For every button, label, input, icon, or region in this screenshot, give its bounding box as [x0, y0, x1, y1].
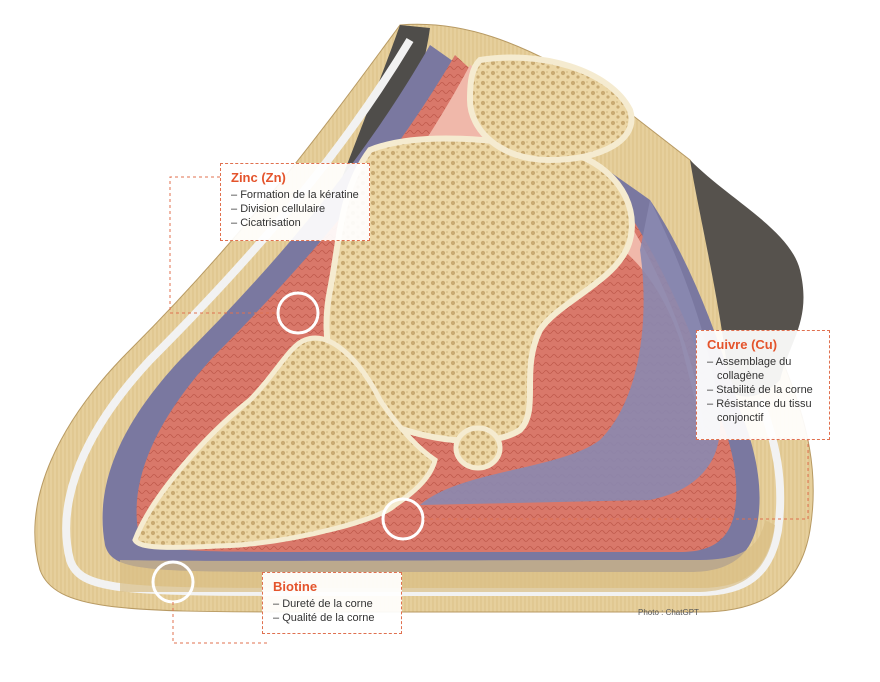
- zinc-highlight-circle: [276, 291, 320, 335]
- list-item: Qualité de la corne: [273, 611, 393, 625]
- list-item: Stabilité de la corne: [707, 383, 821, 397]
- zinc-callout-title: Zinc (Zn): [231, 170, 286, 185]
- cuivre-callout-list: Assemblage du collagène Stabilité de la …: [707, 355, 821, 425]
- list-item: Dureté de la corne: [273, 597, 393, 611]
- photo-credit: Photo : ChatGPT: [638, 608, 699, 617]
- biotine-callout-list: Dureté de la corne Qualité de la corne: [273, 597, 393, 625]
- zinc-leader-line: [169, 176, 278, 314]
- cuivre-callout-title: Cuivre (Cu): [707, 337, 778, 352]
- coffin-bone: [132, 335, 438, 550]
- cuivre-callout: Cuivre (Cu) Assemblage du collagène Stab…: [696, 330, 830, 440]
- zinc-callout: Zinc (Zn) Formation de la kératine Divis…: [220, 163, 370, 241]
- list-item: Cicatrisation: [231, 216, 361, 230]
- list-item: Division cellulaire: [231, 202, 361, 216]
- zinc-callout-list: Formation de la kératine Division cellul…: [231, 188, 361, 230]
- biotine-callout-title: Biotine: [273, 579, 318, 594]
- biotine-callout: Biotine Dureté de la corne Qualité de la…: [262, 572, 402, 634]
- long-pastern-bone: [466, 54, 635, 164]
- list-item: Résistance du tissu conjonctif: [707, 397, 821, 425]
- cuivre-highlight-circle: [381, 497, 425, 541]
- list-item: Assemblage du collagène: [707, 355, 821, 383]
- list-item: Formation de la kératine: [231, 188, 361, 202]
- deep-flexor-tendon: [420, 200, 721, 505]
- navicular-bone: [453, 425, 503, 471]
- biotine-leader-line: [172, 602, 270, 644]
